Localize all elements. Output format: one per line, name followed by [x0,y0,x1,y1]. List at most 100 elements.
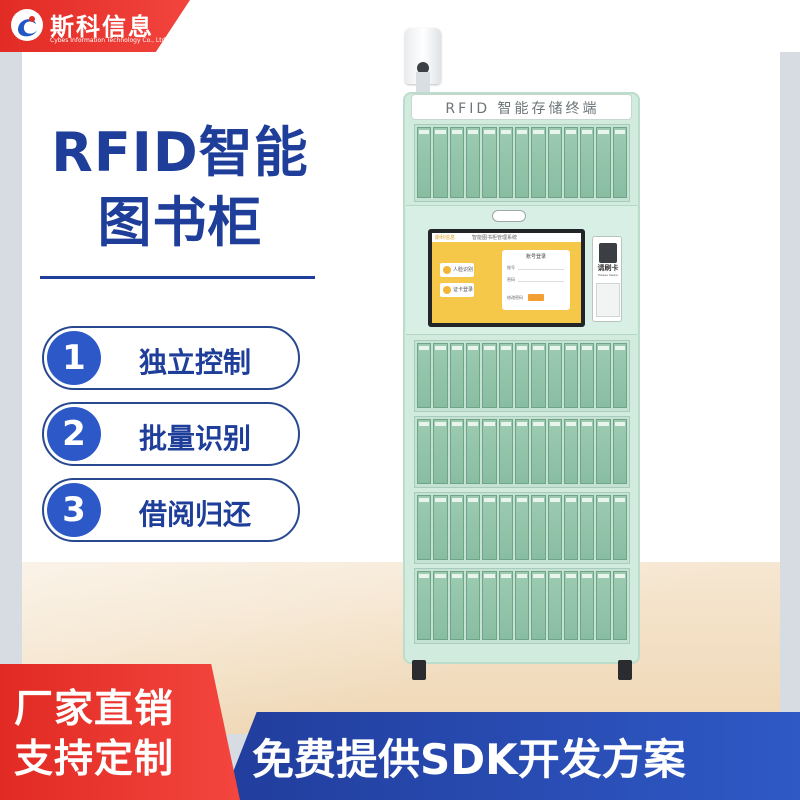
camera-icon [492,210,526,222]
locker-slot [498,571,513,640]
locker-slot [449,495,464,560]
locker-slot [433,127,448,198]
card-reader[interactable]: 请刷卡 Please Swipe [592,236,622,322]
reader-label: 请刷卡 [597,264,619,272]
cabinet-sign-text: RFID 智能存储终端 [445,101,600,117]
locker-slot [433,419,448,484]
locker-slot [563,419,579,484]
locker-slot [433,495,448,560]
card-login-label: 证卡登录 [453,287,474,293]
locker-slot [612,419,628,484]
locker-slot [531,419,546,484]
face-login-label: 人脸识别 [453,267,474,273]
locker-slot [514,343,530,408]
locker-slot [514,495,530,560]
face-login-button[interactable]: 人脸识别 [440,263,474,277]
locker-slot [482,343,497,408]
locker-slot [596,495,611,560]
scanner-pole [416,72,430,94]
locker-slot [482,127,497,198]
swipe-pad[interactable] [596,283,620,317]
cabinet-wheel-left [412,660,426,680]
sdk-banner-text: 免费提供SDK开发方案 [252,735,686,784]
locker-slot [417,495,432,560]
locker-slot [612,495,628,560]
feature-number-2: 2 [47,407,101,461]
locker-slot [563,343,579,408]
locker-slot [449,343,464,408]
locker-slot [514,419,530,484]
locker-slot [449,571,464,640]
card-login-button[interactable]: 证卡登录 [440,283,474,297]
locker-slot [482,571,497,640]
reader-sublabel: Please Swipe [598,273,618,277]
brand-logo[interactable]: 斯科信息 Cybes Information Technology Co., L… [10,6,190,48]
locker-slot [465,571,481,640]
locker-slot [612,127,628,198]
locker-bank-3 [414,416,630,488]
locker-slot [482,495,497,560]
login-user-label: 账号 [507,265,515,270]
locker-slot [580,419,595,484]
direct-sale-banner: 厂家直销 支持定制 [0,664,240,800]
card-icon [443,286,451,294]
locker-slot [547,571,562,640]
locker-slot [547,127,562,198]
locker-slot [531,343,546,408]
locker-slot [563,127,579,198]
locker-slot [417,571,432,640]
locker-slot [417,127,432,198]
direct-sale-line-2: 支持定制 [14,737,175,782]
locker-slot [417,419,432,484]
login-pass-field[interactable] [518,277,564,282]
sdk-banner [222,712,800,800]
feature-number-1: 1 [47,331,101,385]
feature-pill-3: 3 借阅归还 [42,478,300,542]
locker-slot [531,571,546,640]
feature-pill-2: 2 批量识别 [42,402,300,466]
locker-slot [596,419,611,484]
title-line-1: RFID智能 [51,121,309,184]
screen-ui: 斯科信息 智能图书柜管理系统 人脸识别 证卡登录 账号登录 账号 密码 修改密码 [432,233,581,323]
cabinet-sign: RFID 智能存储终端 [411,94,632,120]
locker-slot [580,127,595,198]
feature-number-3: 3 [47,483,101,537]
locker-slot [580,343,595,408]
screen-brand: 斯科信息 [435,235,456,241]
screen-title: 智能图书柜管理系统 [472,235,518,241]
locker-slot [514,127,530,198]
locker-slot [482,419,497,484]
title-divider [40,276,315,279]
locker-slot [498,343,513,408]
locker-slot [531,127,546,198]
feature-pill-1: 1 独立控制 [42,326,300,390]
locker-bank-top [414,124,630,202]
locker-slot [514,571,530,640]
locker-slot [531,495,546,560]
brand-subtitle: Cybes Information Technology Co., Ltd. [50,37,168,44]
locker-slot [498,419,513,484]
locker-slot [580,495,595,560]
title-line-2: 图书柜 [97,191,263,254]
login-user-field[interactable] [518,265,564,270]
login-button[interactable] [528,294,544,301]
brand-name: 斯科信息 [50,13,154,41]
feature-label-2: 批量识别 [139,422,252,455]
locker-slot [547,495,562,560]
direct-sale-line-1: 厂家直销 [14,687,175,732]
locker-slot [449,127,464,198]
locker-slot [612,343,628,408]
locker-slot [465,343,481,408]
locker-slot [580,571,595,640]
locker-bank-5 [414,568,630,644]
locker-slot [465,419,481,484]
reader-window [599,243,617,263]
login-title: 账号登录 [525,254,546,260]
locker-slot [465,495,481,560]
touch-screen[interactable]: 斯科信息 智能图书柜管理系统 人脸识别 证卡登录 账号登录 账号 密码 修改密码 [428,229,585,327]
login-forgot-link[interactable]: 修改密码 [507,295,523,300]
locker-slot [596,343,611,408]
locker-slot [596,571,611,640]
page-title: RFID智能 图书柜 [40,118,320,258]
locker-bank-2 [414,340,630,412]
